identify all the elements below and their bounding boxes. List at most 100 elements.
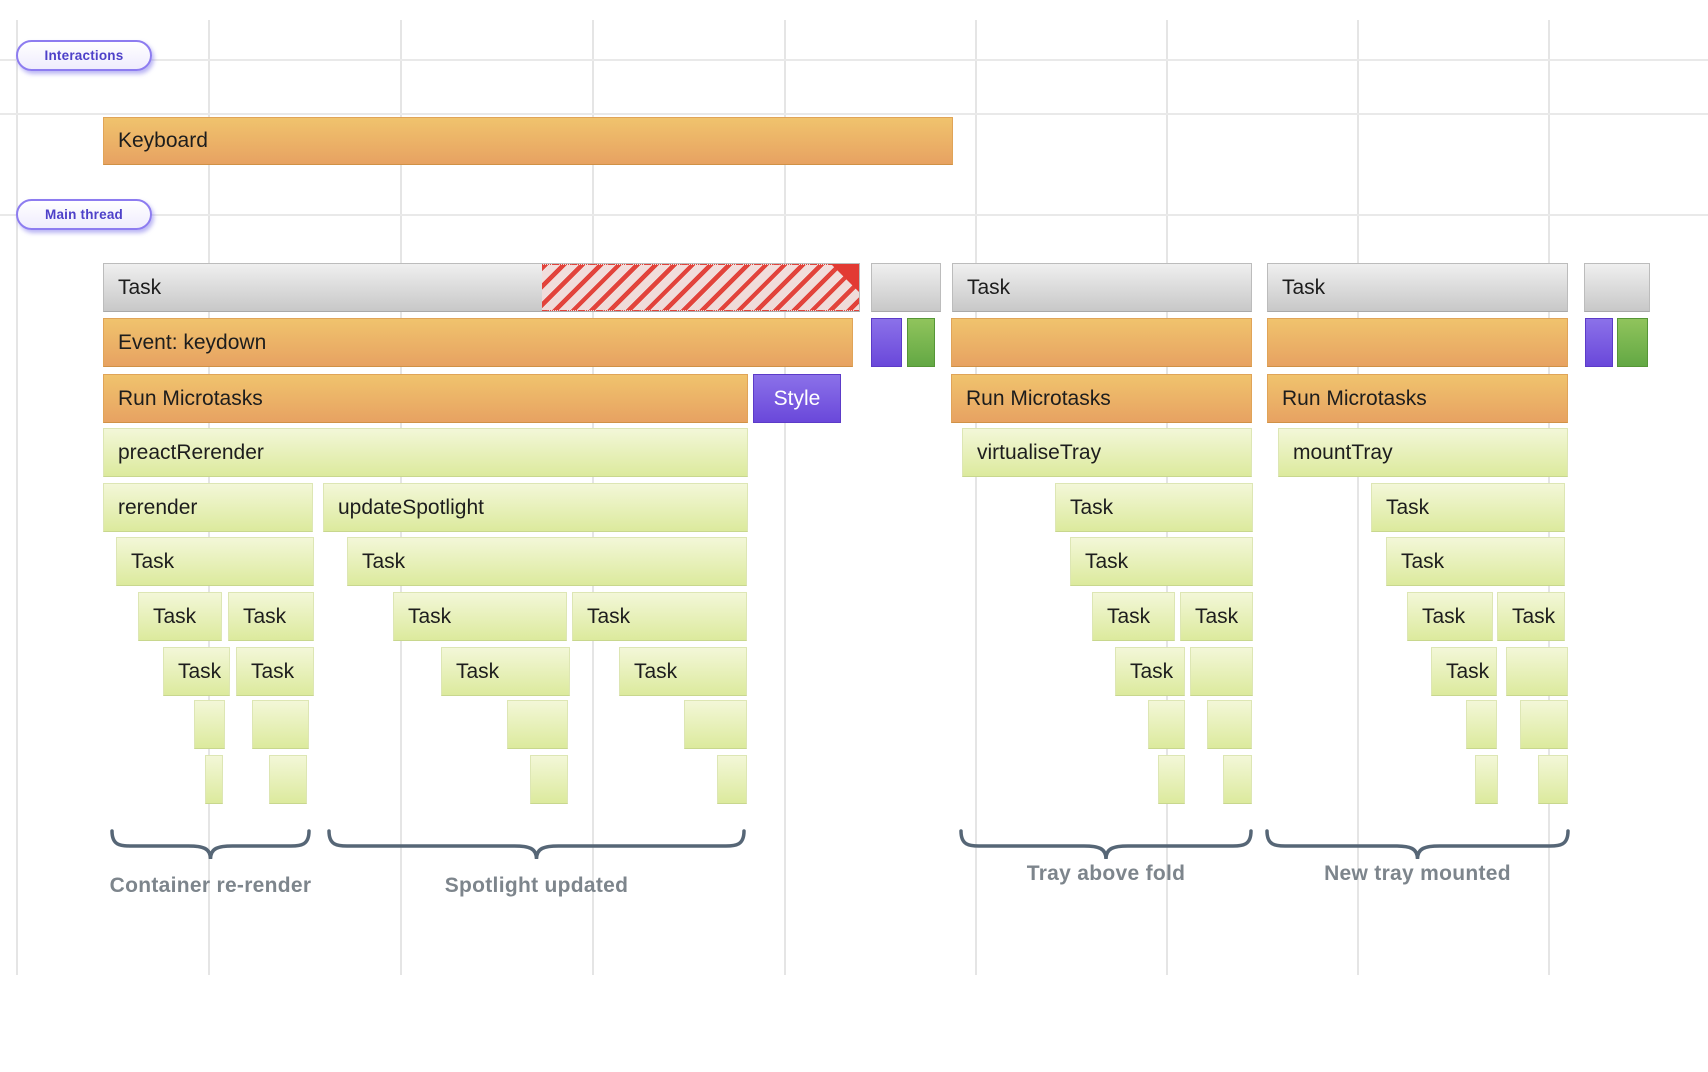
flame-bar-label: Task	[1130, 660, 1174, 683]
flame-bar-green-block[interactable]	[1506, 647, 1568, 696]
flame-bar-label: Task	[251, 660, 295, 683]
flame-bar-label: preactRerender	[118, 441, 264, 464]
track-label-interactions[interactable]: Interactions	[16, 40, 152, 71]
flame-bar-label: Task	[587, 605, 631, 628]
flame-bar-task[interactable]: Task	[1070, 537, 1253, 586]
flame-bar-style[interactable]: Style	[753, 374, 841, 423]
flame-bar-label: Task	[1085, 550, 1129, 573]
flame-bar-task[interactable]: Task	[163, 647, 230, 696]
flame-bar-task[interactable]: Task	[1407, 592, 1493, 641]
flame-bar-label: rerender	[118, 496, 198, 519]
long-task-blocking-hatch	[542, 264, 859, 311]
flame-bar-mounttray[interactable]: mountTray	[1278, 428, 1568, 477]
flame-bar-label: Task	[1386, 496, 1430, 519]
track-separator-line	[0, 59, 1708, 61]
flame-bar-green-block[interactable]	[1190, 647, 1253, 696]
flame-bar-updatespotlight[interactable]: updateSpotlight	[323, 483, 748, 532]
flame-bar-label: mountTray	[1293, 441, 1393, 464]
flame-bar-task[interactable]: Task	[116, 537, 314, 586]
flame-bar-label: virtualiseTray	[977, 441, 1102, 464]
flame-bar-paint-block[interactable]	[1617, 318, 1648, 367]
flame-bar-label: Task	[1195, 605, 1239, 628]
flame-bar-green-block[interactable]	[717, 755, 747, 804]
flame-bar-green-block[interactable]	[252, 700, 309, 749]
flame-bar-label: Run Microtasks	[118, 387, 263, 410]
flame-bar-task[interactable]: Task	[952, 263, 1252, 312]
flame-bar-label: Task	[1422, 605, 1466, 628]
flame-bar-label: Task	[1401, 550, 1445, 573]
flame-bar-green-block[interactable]	[530, 755, 568, 804]
flame-bar-task[interactable]: Task	[393, 592, 567, 641]
flame-bar-green-block[interactable]	[1148, 700, 1185, 749]
flame-bar-orange-block[interactable]	[951, 318, 1252, 367]
annotation-label-new-tray-mounted: New tray mounted	[1324, 862, 1511, 885]
flame-bar-task[interactable]: Task	[441, 647, 570, 696]
flame-bar-label: Task	[1282, 276, 1326, 299]
flame-bar-label: Task	[1107, 605, 1151, 628]
flame-bar-task[interactable]: Task	[1055, 483, 1253, 532]
annotation-brace	[327, 829, 746, 860]
flame-bar-purple-block[interactable]	[1585, 318, 1613, 367]
flame-bar-task[interactable]: Task	[619, 647, 747, 696]
flame-bar-event-keydown[interactable]: Event: keydown	[103, 318, 853, 367]
flame-bar-green-block[interactable]	[1223, 755, 1252, 804]
flame-bar-green-block[interactable]	[1207, 700, 1252, 749]
flame-bar-task[interactable]: Task	[103, 263, 860, 312]
flame-bar-green-block[interactable]	[684, 700, 747, 749]
flame-bar-task[interactable]: Task	[572, 592, 747, 641]
flame-bar-green-block[interactable]	[205, 755, 223, 804]
annotation-brace	[959, 829, 1253, 860]
flame-bar-green-block[interactable]	[1520, 700, 1568, 749]
flame-bar-task[interactable]: Task	[138, 592, 222, 641]
track-label-interactions-text: Interactions	[44, 48, 124, 63]
track-separator-line	[0, 113, 1708, 115]
flame-bar-task[interactable]: Task	[1386, 537, 1565, 586]
flame-bar-virtualisetray[interactable]: virtualiseTray	[962, 428, 1252, 477]
flame-bar-grey-block[interactable]	[871, 263, 941, 312]
flame-bar-task[interactable]: Task	[1497, 592, 1565, 641]
flame-bar-rerender[interactable]: rerender	[103, 483, 313, 532]
flame-bar-task[interactable]: Task	[1115, 647, 1185, 696]
flame-bar-label: Task	[634, 660, 678, 683]
flame-bar-keyboard[interactable]: Keyboard	[103, 117, 953, 165]
gridline-vertical	[16, 20, 18, 975]
flame-bar-task[interactable]: Task	[347, 537, 747, 586]
flame-bar-label: Task	[118, 276, 162, 299]
flame-bar-label: updateSpotlight	[338, 496, 484, 519]
track-label-main-thread-text: Main thread	[45, 207, 123, 222]
flame-bar-green-block[interactable]	[1466, 700, 1497, 749]
flame-bar-green-block[interactable]	[1538, 755, 1568, 804]
flame-bar-run-microtasks[interactable]: Run Microtasks	[103, 374, 748, 423]
flame-bar-preactrerender[interactable]: preactRerender	[103, 428, 748, 477]
flame-bar-task[interactable]: Task	[1267, 263, 1568, 312]
flame-bar-label: Run Microtasks	[1282, 387, 1427, 410]
flame-bar-grey-block[interactable]	[1584, 263, 1650, 312]
flame-bar-green-block[interactable]	[507, 700, 568, 749]
flame-bar-label: Task	[153, 605, 197, 628]
flame-bar-orange-block[interactable]	[1267, 318, 1568, 367]
flame-bar-green-block[interactable]	[194, 700, 225, 749]
flame-bar-run-microtasks[interactable]: Run Microtasks	[1267, 374, 1568, 423]
flame-bar-task[interactable]: Task	[228, 592, 314, 641]
flame-bar-label: Style	[773, 387, 821, 410]
annotation-label-container-re-render: Container re-render	[109, 874, 312, 897]
gridline-vertical	[1357, 20, 1359, 975]
track-label-main-thread[interactable]: Main thread	[16, 199, 152, 230]
annotation-brace	[1265, 829, 1570, 860]
flame-bar-task[interactable]: Task	[1371, 483, 1565, 532]
flame-bar-task[interactable]: Task	[1180, 592, 1253, 641]
flame-bar-green-block[interactable]	[1158, 755, 1185, 804]
flame-bar-paint-block[interactable]	[907, 318, 935, 367]
flame-bar-purple-block[interactable]	[871, 318, 902, 367]
flame-bar-label: Task	[456, 660, 500, 683]
gridline-vertical	[784, 20, 786, 975]
flame-bar-label: Task	[243, 605, 287, 628]
annotation-label-spotlight-updated: Spotlight updated	[444, 874, 629, 897]
flame-bar-run-microtasks[interactable]: Run Microtasks	[951, 374, 1252, 423]
flame-bar-task[interactable]: Task	[236, 647, 314, 696]
flame-bar-green-block[interactable]	[269, 755, 307, 804]
flame-bar-task[interactable]: Task	[1092, 592, 1175, 641]
flame-bar-green-block[interactable]	[1475, 755, 1498, 804]
flame-bar-task[interactable]: Task	[1431, 647, 1497, 696]
